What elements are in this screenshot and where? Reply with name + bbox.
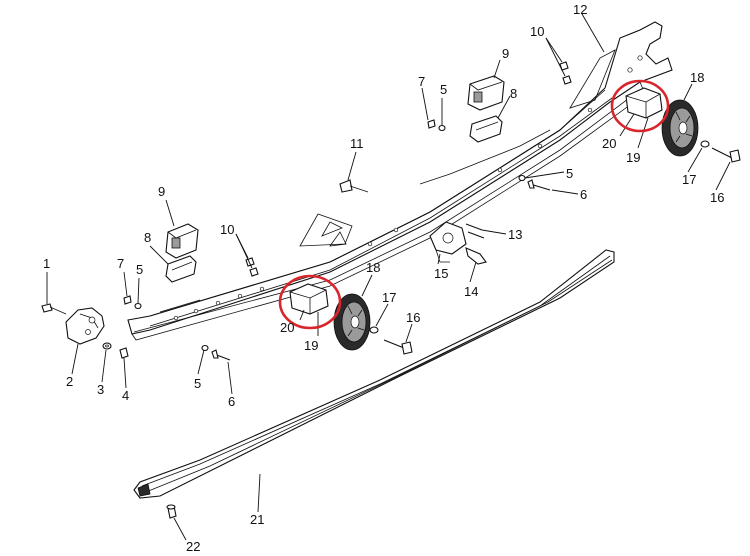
callout-10-left: 10 [220,222,234,237]
highlight-markers [278,79,670,330]
callout-6-right: 6 [580,187,587,202]
mount-bracket [429,221,467,263]
callout-2: 2 [66,374,73,389]
callout-5-upper: 5 [440,82,447,97]
callout-5-lower: 5 [194,376,201,391]
callout-5-right: 5 [566,166,573,181]
callout-11: 11 [350,136,364,151]
callout-17-right: 17 [682,172,696,187]
rail-assembly [127,21,673,341]
callout-19-middle: 19 [304,338,318,353]
callout-12: 12 [573,2,587,17]
callout-3: 3 [97,382,104,397]
callout-20-right: 20 [602,136,616,151]
callout-labels: 1 2 3 4 5 5 5 5 6 6 7 7 8 8 9 9 10 10 11… [43,2,724,554]
slider-blocks [289,87,663,315]
callout-9-upper: 9 [502,46,509,61]
callout-16-middle: 16 [406,310,420,325]
callout-1: 1 [43,256,50,271]
callout-7-upper: 7 [418,74,425,89]
callout-7-left: 7 [117,256,124,271]
callout-6-lower: 6 [228,394,235,409]
callout-21: 21 [250,512,264,527]
callout-5-left: 5 [136,262,143,277]
highlight-circle-slider-block-middle [278,274,342,330]
callout-14: 14 [464,284,478,299]
callout-13: 13 [508,227,522,242]
rubber-bumpers [165,75,505,283]
end-cap-part [65,307,105,345]
callout-20-middle: 20 [280,320,294,335]
callout-18-middle: 18 [366,260,380,275]
hardware-bolts [41,61,741,361]
callout-15: 15 [434,266,448,281]
highlight-circle-slider-block-right [610,79,670,133]
callout-8-left: 8 [144,230,151,245]
callout-8-upper: 8 [510,86,517,101]
callout-17-middle: 17 [382,290,396,305]
callout-9-left: 9 [158,184,165,199]
callout-22: 22 [186,539,200,554]
callout-18-right: 18 [690,70,704,85]
leader-lines [46,13,731,541]
rivet-part [166,504,177,519]
idler-wheels [333,99,699,351]
callout-10-upper: 10 [530,24,544,39]
callout-4: 4 [122,388,129,403]
callout-16-right: 16 [710,190,724,205]
callout-19-right: 19 [626,150,640,165]
slide-strip [133,249,615,499]
